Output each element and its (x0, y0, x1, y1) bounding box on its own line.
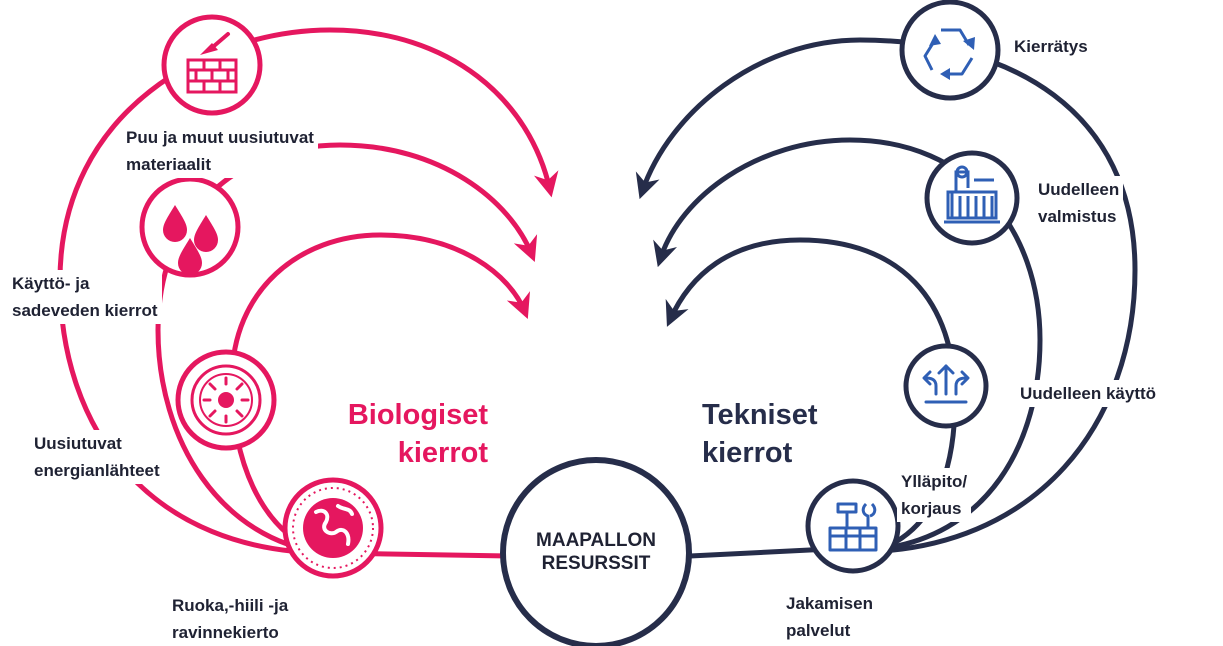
earth-resources-circle (500, 457, 692, 646)
reuse-arrows-icon (903, 343, 989, 429)
tech-loop-outer (635, 37, 1138, 555)
tech-item-label-reuse: Uudelleen käyttö (1016, 380, 1223, 407)
bio-item-label-water: Käyttö- ja sadeveden kierrot (8, 270, 162, 324)
technical-cycles-title: Tekniset kierrot (702, 399, 818, 469)
technical-loops (635, 37, 1138, 559)
water-drops-icon (139, 176, 241, 278)
recycle-icon (899, 0, 1001, 101)
bio-item-label-food: Ruoka,-hiili -ja ravinnekierto (168, 592, 293, 646)
brick-wall-trowel-icon (161, 14, 263, 116)
bio-item-label-energy: Uusiutuvat energianlähteet (30, 430, 164, 484)
bio-item-label-materials: Puu ja muut uusiutuvat materiaalit (122, 124, 318, 178)
tech-item-label-recycling: Kierrätys (1010, 33, 1092, 60)
toolbox-icon (805, 478, 901, 574)
machine-icon (924, 150, 1020, 246)
sun-energy-icon (175, 349, 277, 451)
globe-icon (282, 477, 384, 579)
tech-item-label-remanufacturing: Uudelleen valmistus (1034, 176, 1124, 230)
earth-resources-label: MAAPALLON RESURSSIT (536, 530, 656, 574)
biological-cycles-title: Biologiset kierrot (347, 399, 488, 469)
tech-item-label-sharing: Jakamisen palvelut (782, 590, 877, 644)
bio-loop-inner (229, 232, 530, 556)
tech-item-label-maintenance: Ylläpito/ korjaus (897, 468, 972, 522)
